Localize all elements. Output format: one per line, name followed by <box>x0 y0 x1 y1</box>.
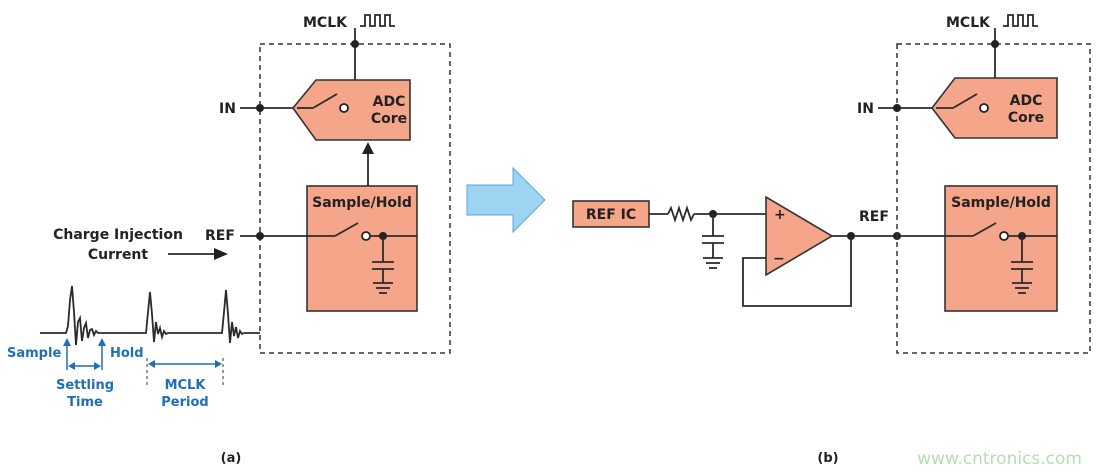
adc-core-block-b <box>930 77 1058 139</box>
ref-ic-block <box>572 200 650 228</box>
transition-arrow-icon <box>466 166 546 234</box>
ref-label-b: REF <box>859 209 889 225</box>
charge-injection-waveform <box>40 285 260 346</box>
panel-a: MCLK ADC Core IN Sample/Hold R <box>7 14 451 466</box>
ref-node-a <box>256 232 264 240</box>
watermark: www.cntronics.com <box>917 449 1082 469</box>
settling-time-label2: Time <box>67 395 103 410</box>
mclk-period-right-arrow-icon <box>215 360 222 368</box>
caption-a: (a) <box>221 451 242 466</box>
feedback-wire <box>742 236 852 307</box>
in-label-b: IN <box>857 101 874 117</box>
resistor-icon <box>667 205 695 223</box>
settling-time-label: Settling <box>56 378 114 393</box>
adc-core-label2-a: Core <box>371 111 407 127</box>
adc-core-label-a: ADC <box>373 94 406 110</box>
sample-arrow-icon <box>63 338 71 346</box>
opamp-minus: − <box>773 251 785 267</box>
clock-waveform-icon-b <box>1003 14 1038 27</box>
mclk-node-b <box>991 40 999 48</box>
settling-left-arrow-icon <box>68 362 75 370</box>
hold-arrow-icon <box>98 338 106 346</box>
mclk-node-a <box>351 40 359 48</box>
adc-switch-contact-a <box>339 103 349 113</box>
sh-switch-contact-a <box>361 231 371 241</box>
mclk-period-label2: Period <box>161 395 208 410</box>
current-arrow-icon <box>214 248 228 260</box>
charge-injection-label: Charge Injection <box>53 227 183 243</box>
adc-switch-contact-b <box>979 103 989 113</box>
ref-ic-label: REF IC <box>586 207 636 223</box>
in-node-a <box>256 104 264 112</box>
adc-switch-blade-b <box>952 93 978 109</box>
adc-core-label-b: ADC <box>1010 93 1043 109</box>
in-label-a: IN <box>219 101 236 117</box>
mclk-period-label: MCLK <box>165 378 207 393</box>
sh-switch-blade-a <box>334 222 359 237</box>
opamp-plus: + <box>774 207 786 223</box>
mclk-period-left-arrow-icon <box>148 360 155 368</box>
sh-switch-contact-b <box>999 231 1009 241</box>
sample-hold-label-b: Sample/Hold <box>951 195 1051 211</box>
adc-core-block-a <box>291 79 411 141</box>
clock-waveform-icon <box>360 14 395 27</box>
panel-b: REF IC + − REF MCLK ADC Core <box>572 14 1091 466</box>
in-node-b <box>893 104 901 112</box>
adc-boundary-b <box>896 43 1091 354</box>
settling-right-arrow-icon <box>94 362 101 370</box>
caption-b: (b) <box>817 451 838 466</box>
mclk-label-b: MCLK <box>946 15 991 31</box>
hold-label: Hold <box>110 346 144 361</box>
adc-switch-blade-a <box>312 93 338 109</box>
sample-hold-block-b <box>944 185 1058 312</box>
ref-label-a: REF <box>205 228 235 244</box>
sample-label: Sample <box>7 346 61 361</box>
opamp-buffer <box>765 195 834 277</box>
mclk-label-a: MCLK <box>303 15 348 31</box>
adc-core-label2-b: Core <box>1008 110 1044 126</box>
sh-to-adc-arrowhead <box>362 142 374 154</box>
sample-hold-label-a: Sample/Hold <box>312 195 412 211</box>
charge-injection-label2: Current <box>88 247 149 263</box>
sample-hold-block-a <box>306 185 418 312</box>
sh-switch-blade-b <box>972 222 997 237</box>
